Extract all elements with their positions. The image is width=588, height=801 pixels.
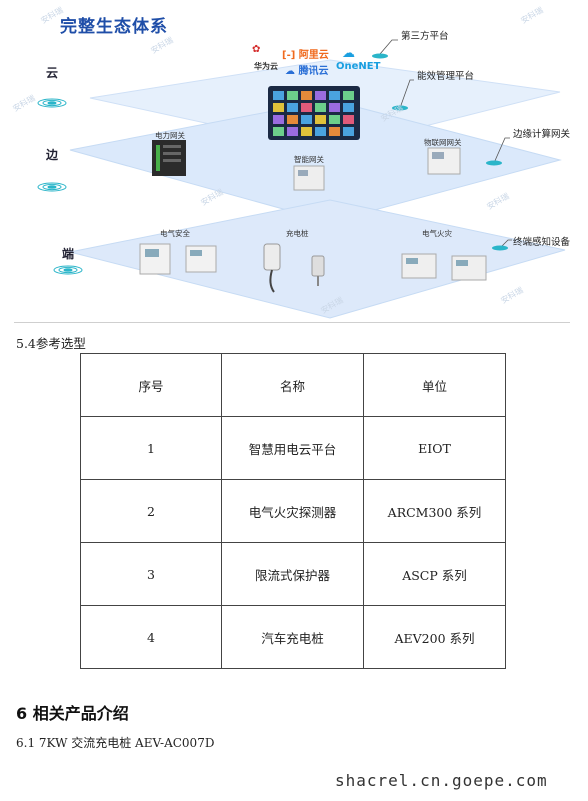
table-header-cell: 单位 bbox=[363, 353, 506, 417]
table-row: 3 限流式保护器 ASCP 系列 bbox=[80, 542, 506, 606]
huawei-cloud-logo: ✿ bbox=[252, 44, 260, 55]
edge-ripple-icon bbox=[37, 182, 67, 192]
section-divider bbox=[14, 322, 570, 323]
table-cell-name: 限流式保护器 bbox=[221, 542, 364, 606]
label-power-gateway: 电力网关 bbox=[155, 131, 185, 140]
energy-platform-screen-icon bbox=[268, 86, 360, 140]
table-header-row: 序号 名称 单位 bbox=[80, 353, 506, 417]
table-header-cell: 名称 bbox=[221, 353, 364, 417]
table-cell-unit: EIOT bbox=[363, 416, 506, 480]
table-cell-unit: ARCM300 系列 bbox=[363, 479, 506, 543]
table-row: 1 智慧用电云平台 EIOT bbox=[80, 416, 506, 480]
aliyun-bracket-icon: [-] bbox=[282, 50, 296, 61]
table-header-cell: 序号 bbox=[80, 353, 222, 417]
onenet-cloud-icon: ☁ bbox=[342, 46, 355, 61]
table-cell-index: 4 bbox=[80, 605, 222, 669]
table-cell-name: 智慧用电云平台 bbox=[221, 416, 364, 480]
layer-label-cloud: 云 bbox=[46, 66, 59, 80]
callout-energy-platform: 能效管理平台 bbox=[417, 71, 475, 82]
huawei-flower-icon: ✿ bbox=[252, 44, 261, 55]
smart-gateway-device-icon bbox=[293, 165, 325, 191]
table-row: 2 电气火灾探测器 ARCM300 系列 bbox=[80, 479, 506, 543]
label-electric-fire: 电气火灾 bbox=[422, 229, 452, 238]
callout-edge-gateway: 边缘计算网关 bbox=[513, 129, 571, 140]
label-iot-gateway: 物联网网关 bbox=[424, 138, 462, 147]
tencent-cloud-icon: ☁ bbox=[285, 66, 295, 77]
callout-terminal: 终端感知设备 bbox=[513, 237, 571, 248]
power-gateway-device-icon bbox=[152, 140, 186, 176]
electric-fire-device-icon bbox=[401, 253, 487, 281]
footer-url: shacrel.cn.goepe.com bbox=[335, 771, 548, 790]
tencent-cloud-label: 腾讯云 bbox=[298, 66, 329, 77]
charging-pile-device-icon bbox=[263, 243, 325, 293]
chapter-title: 6 相关产品介绍 bbox=[16, 704, 129, 723]
chapter-subtitle: 6.1 7KW 交流充电桩 AEV-AC007D bbox=[16, 736, 215, 750]
callout-third-party: 第三方平台 bbox=[401, 31, 449, 42]
cloud-ripple-icon bbox=[37, 98, 67, 108]
table-cell-name: 汽车充电桩 bbox=[221, 605, 364, 669]
table-cell-name: 电气火灾探测器 bbox=[221, 479, 364, 543]
ecosystem-diagram: 完整生态体系 云 边 端 ✿ 华为云 [-] 阿里云 ☁ 腾讯云 ☁ OneNE… bbox=[0, 0, 588, 322]
table-cell-index: 3 bbox=[80, 542, 222, 606]
layer-label-end: 端 bbox=[62, 247, 75, 261]
aliyun-logo: [-] 阿里云 bbox=[282, 46, 329, 61]
end-ripple-icon bbox=[53, 265, 83, 275]
label-electric-safety: 电气安全 bbox=[160, 229, 190, 238]
selection-table: 序号 名称 单位 1 智慧用电云平台 EIOT 2 电气火灾探测器 ARCM30… bbox=[80, 353, 506, 669]
iot-gateway-device-icon bbox=[427, 147, 461, 175]
layer-label-edge: 边 bbox=[46, 148, 59, 162]
diagram-title: 完整生态体系 bbox=[60, 17, 168, 37]
layer-planes bbox=[37, 39, 566, 319]
label-smart-gateway: 智能网关 bbox=[294, 155, 324, 164]
table-cell-unit: AEV200 系列 bbox=[363, 605, 506, 669]
table-cell-index: 2 bbox=[80, 479, 222, 543]
onenet-logo: OneNET bbox=[336, 61, 381, 72]
table-row: 4 汽车充电桩 AEV200 系列 bbox=[80, 605, 506, 669]
tencent-cloud-logo: ☁ 腾讯云 bbox=[285, 62, 328, 77]
section-heading: 5.4参考选型 bbox=[16, 336, 86, 351]
callout-dots bbox=[372, 53, 508, 251]
electric-safety-device-icon bbox=[139, 243, 217, 275]
table-cell-index: 1 bbox=[80, 416, 222, 480]
huawei-cloud-label: 华为云 bbox=[254, 62, 278, 71]
table-cell-unit: ASCP 系列 bbox=[363, 542, 506, 606]
label-charging-pile: 充电桩 bbox=[286, 229, 309, 238]
callout-lines bbox=[379, 39, 512, 249]
edge-plane bbox=[69, 99, 562, 223]
aliyun-label: 阿里云 bbox=[298, 50, 329, 61]
